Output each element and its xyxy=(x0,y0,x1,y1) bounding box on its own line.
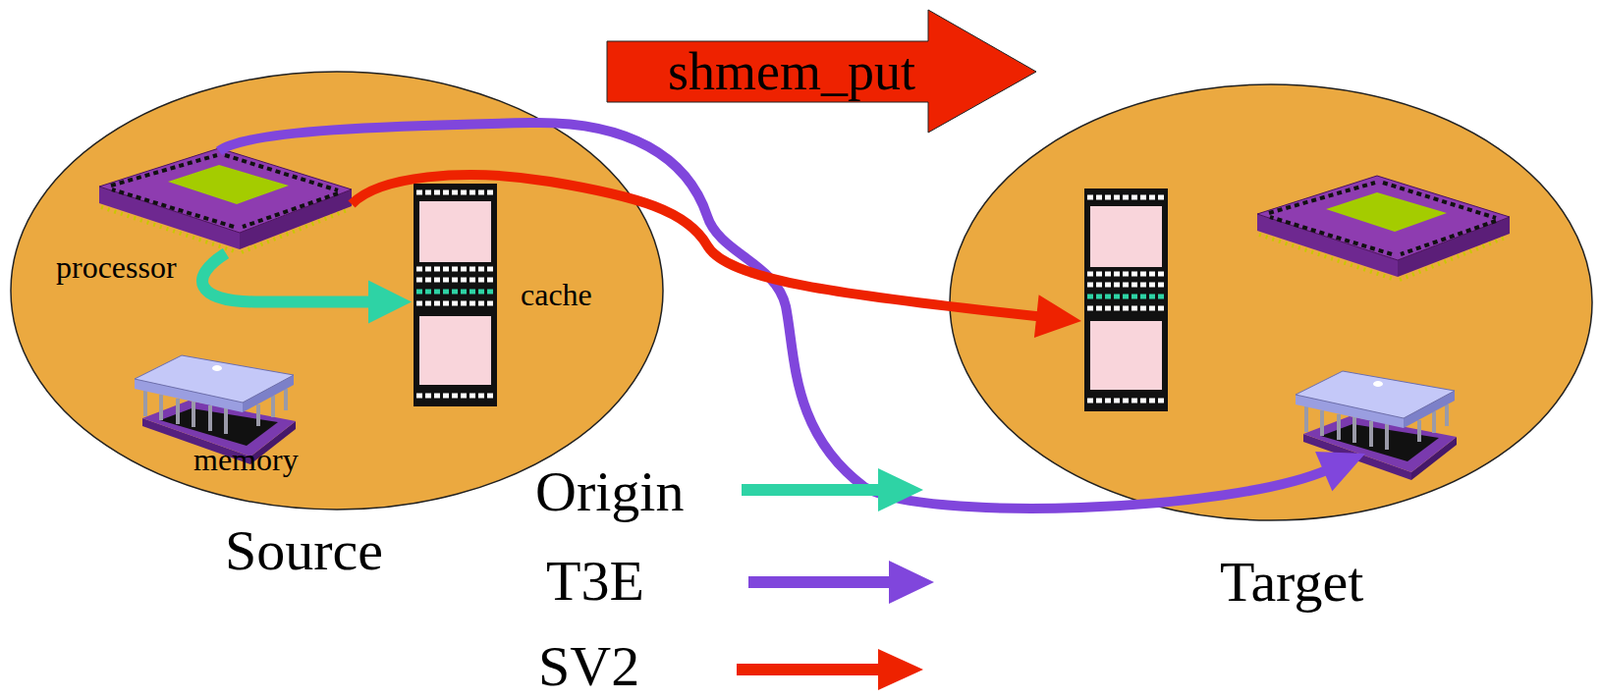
legend-text: Origin xyxy=(535,463,684,521)
region-ellipse xyxy=(949,84,1593,521)
legend-sample-line xyxy=(748,576,892,589)
region-ellipse xyxy=(10,71,663,510)
legend-sample-head xyxy=(878,649,924,691)
node-label: cache xyxy=(520,278,593,311)
ellipse-outline xyxy=(948,83,1598,619)
cache-icon xyxy=(1084,188,1168,412)
legend-sample-head xyxy=(888,560,935,605)
legend-sample-line xyxy=(736,663,883,676)
legend-text: SV2 xyxy=(538,638,640,696)
legend-item: SV2 xyxy=(538,638,640,696)
legend-text: T3E xyxy=(546,552,645,610)
connector-line xyxy=(351,174,1041,317)
block-arrow xyxy=(606,9,1037,133)
memory-node: memory xyxy=(130,333,300,442)
node-label: shmem_put xyxy=(667,45,916,99)
processor-node: processor xyxy=(97,145,355,254)
ellipse-outline xyxy=(9,70,674,602)
node-label: Target xyxy=(1219,553,1364,611)
legend-item: T3E xyxy=(546,552,645,610)
node-label: memory xyxy=(193,443,299,476)
node-label: Source xyxy=(224,522,384,580)
cache-node: cache xyxy=(411,181,499,409)
legend-sample-line xyxy=(741,484,883,497)
legend-sample-head xyxy=(878,468,924,512)
node-label: processor xyxy=(55,251,177,283)
target-region: Target xyxy=(948,83,1598,619)
cache-icon xyxy=(413,183,497,407)
legend-item: Origin xyxy=(535,463,684,521)
operation-arrow: shmem_put xyxy=(606,9,1037,133)
source-region: Source processor cache memory xyxy=(9,70,674,602)
